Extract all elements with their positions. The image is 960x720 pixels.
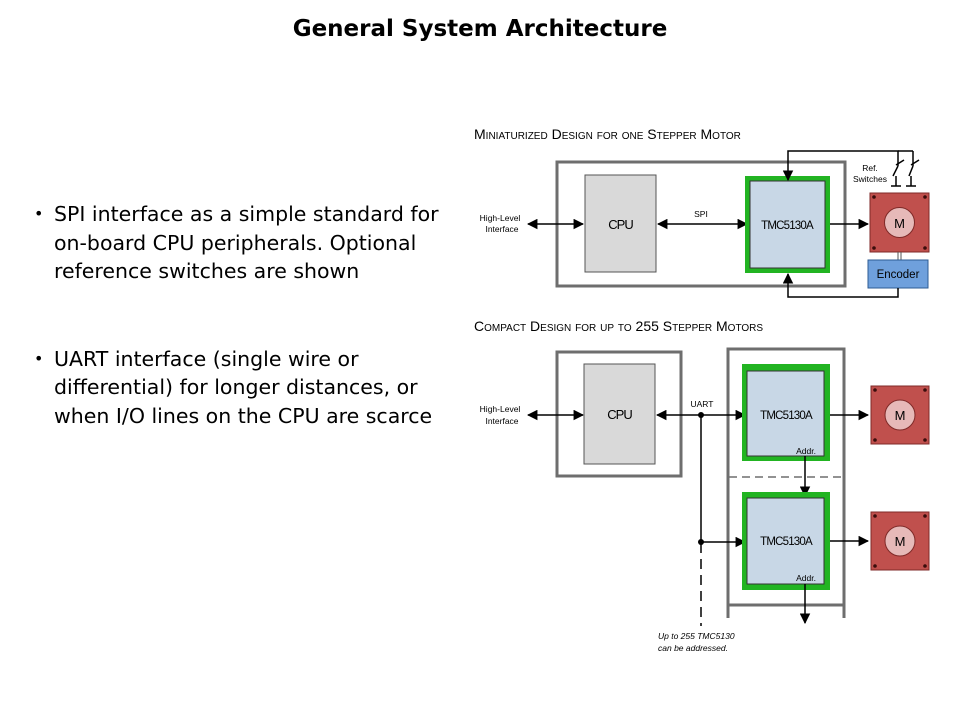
top-encoder-feedback-wire <box>782 272 899 298</box>
bottom-motor1-label: M <box>895 408 906 423</box>
bottom-note-line-1: Up to 255 TMC5130 <box>658 631 735 641</box>
bottom-cpu-block <box>583 363 656 465</box>
bottom-driver2-addr: Addr. <box>796 573 816 583</box>
bottom-driver2-block <box>746 497 825 585</box>
top-diagram-heading: Miniaturized Design for one Stepper Moto… <box>474 126 741 142</box>
bottom-high-level-label-2: Interface <box>485 416 518 426</box>
bottom-driver1-block <box>746 370 825 457</box>
bottom-uart-label: UART <box>691 399 714 409</box>
bullet-spi: SPI interface as a simple standard for o… <box>34 200 454 286</box>
top-encoder-label: Encoder <box>877 269 920 281</box>
top-cpu-label: CPU <box>608 217 633 232</box>
uart-junction-1 <box>698 412 704 418</box>
bottom-diagram-heading: Compact Design for up to 255 Stepper Mot… <box>474 318 763 334</box>
bottom-cpu-label: CPU <box>607 407 632 422</box>
top-driver-block <box>749 180 826 269</box>
bottom-note-line-2: can be addressed. <box>658 643 728 653</box>
bottom-high-level-label-1: High-Level <box>480 404 521 414</box>
bottom-motor2-label: M <box>895 534 906 549</box>
bottom-motor1-icon <box>870 385 930 445</box>
top-spi-label: SPI <box>694 209 708 219</box>
top-cpu-block <box>584 174 657 273</box>
top-motor-icon <box>869 192 930 253</box>
top-motor-label: M <box>894 216 905 231</box>
bottom-motor2-icon <box>870 511 930 571</box>
bottom-driver2-label: TMC5130A <box>760 536 813 548</box>
bullet-uart: UART interface (single wire or different… <box>34 345 454 431</box>
slide-title: General System Architecture <box>292 16 668 42</box>
top-ref-label-1: Ref. <box>862 163 878 173</box>
top-ref-switch-wire <box>782 150 899 182</box>
ref-switch-icon <box>891 159 920 187</box>
bullet-list: SPI interface as a simple standard for o… <box>34 200 454 430</box>
top-high-level-label-2: Interface <box>485 224 518 234</box>
bottom-driver1-label: TMC5130A <box>760 410 813 422</box>
top-driver-label: TMC5130A <box>761 220 814 232</box>
bottom-driver1-addr: Addr. <box>796 446 816 456</box>
top-ref-label-2: Switches <box>853 174 887 184</box>
top-high-level-label-1: High-Level <box>480 213 521 223</box>
